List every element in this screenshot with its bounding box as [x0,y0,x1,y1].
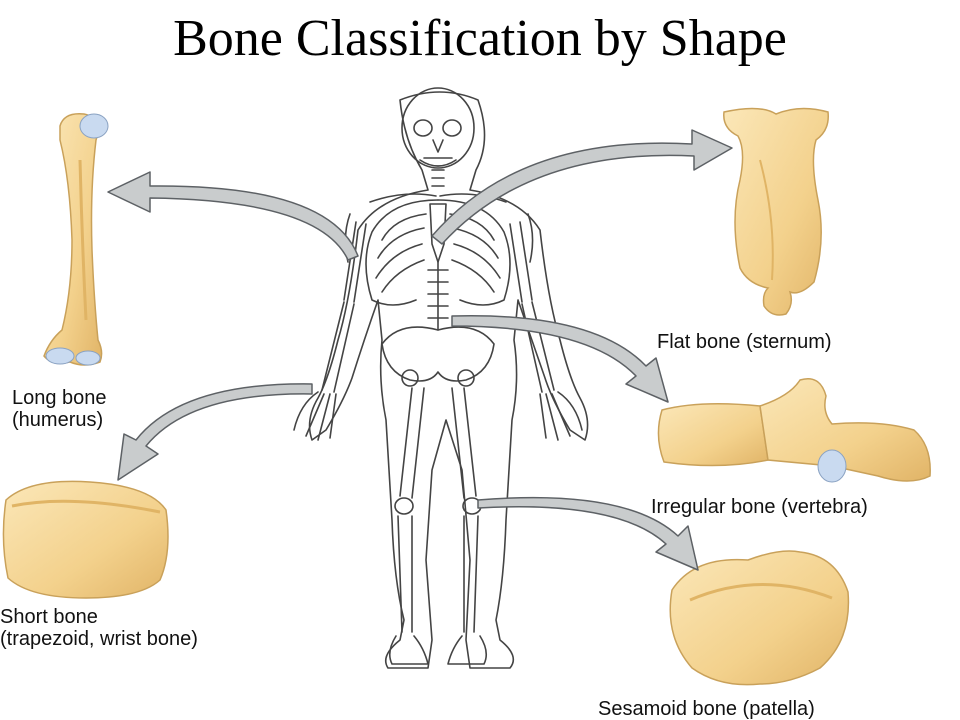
arrow-to-irregular-bone [451,314,669,403]
arrow-to-long-bone [107,171,359,261]
flat-bone-label-line1: Flat bone (sternum) [657,331,832,353]
sesamoid-bone-patella [669,550,850,686]
arrow-to-short-bone [117,383,313,481]
short-bone-trapezoid [2,480,169,599]
sesamoid-bone-label: Sesamoid bone (patella) [598,698,815,720]
short-bone-label: Short bone (trapezoid, wrist bone) [0,606,198,651]
short-bone-label-line2: (trapezoid, wrist bone) [0,628,198,651]
irregular-bone-vertebra [657,378,931,483]
skeleton-figure [293,87,589,669]
flat-bone-sternum [723,107,829,316]
flat-bone-label: Flat bone (sternum) [657,331,832,353]
long-bone-label: Long bone (humerus) [12,387,107,432]
long-bone-label-line1: Long bone [12,387,107,409]
page-title: Bone Classification by Shape [173,10,787,67]
irregular-bone-label-line1: Irregular bone (vertebra) [651,496,868,518]
short-bone-label-line1: Short bone [0,606,98,628]
irregular-bone-label: Irregular bone (vertebra) [651,496,868,518]
long-bone-humerus [43,113,109,366]
long-bone-label-line2: (humerus) [12,409,104,432]
sesamoid-bone-label-line1: Sesamoid bone (patella) [598,698,815,720]
arrow-to-sesamoid-bone [477,496,699,571]
arrow-to-flat-bone [431,129,733,245]
